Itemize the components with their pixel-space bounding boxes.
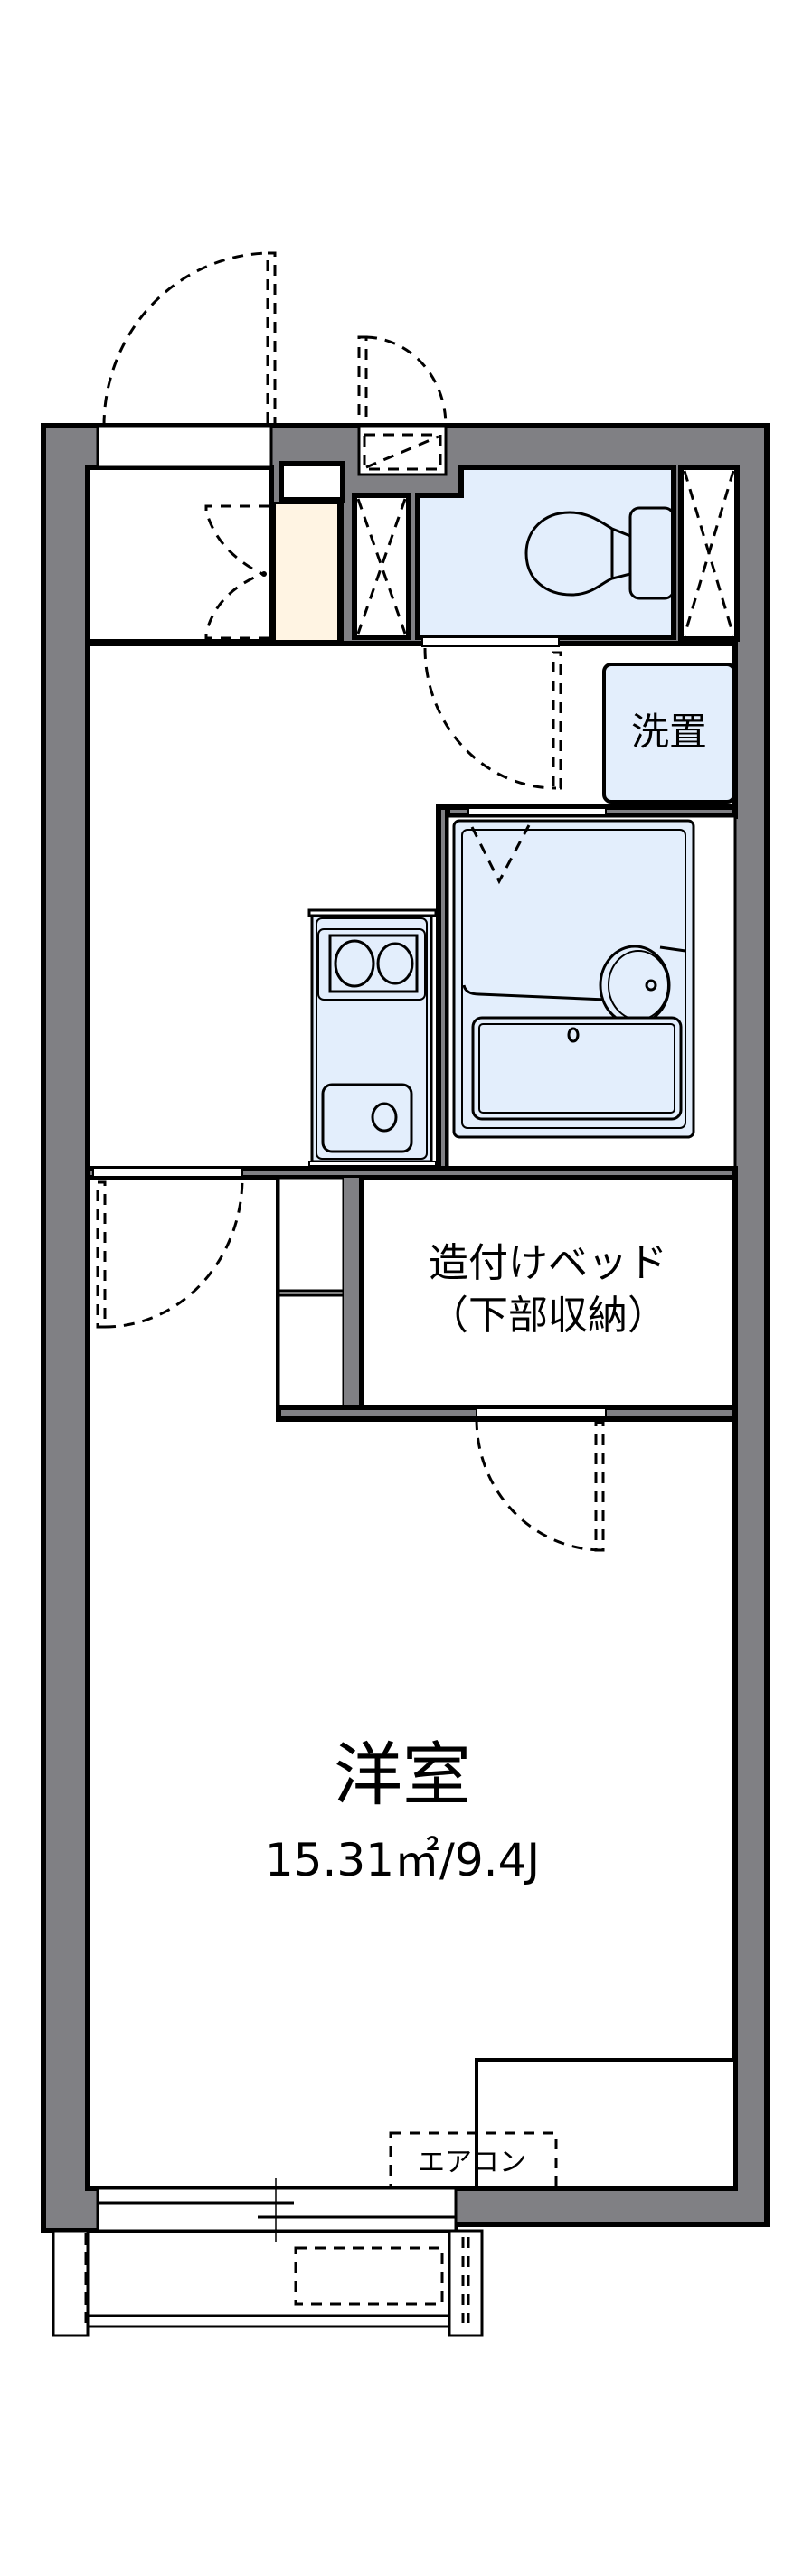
bed-door[interactable] xyxy=(475,1407,607,1552)
air-conditioner-label: エアコン xyxy=(418,2147,526,2178)
kitchen-unit xyxy=(307,908,438,1167)
pipe-space-left xyxy=(352,493,411,640)
closet xyxy=(475,2058,737,2190)
built-in-bed: 造付けベッド （下部収納） xyxy=(359,1175,738,1410)
shoe-closet-top xyxy=(279,461,345,503)
balcony xyxy=(52,2229,484,2337)
toilet-door[interactable] xyxy=(421,636,562,790)
outdoor-unit xyxy=(294,2246,444,2306)
entrance-area xyxy=(85,465,274,644)
sink-icon xyxy=(321,1083,413,1153)
air-conditioner: エアコン xyxy=(389,2131,558,2190)
toilet-room xyxy=(415,465,676,640)
sliding-window[interactable] xyxy=(96,2178,458,2242)
western-room-label-group: 洋室 15.31㎡/9.4J xyxy=(265,1735,540,1886)
shoe-closet[interactable] xyxy=(204,502,344,644)
unit-bath xyxy=(446,814,737,1170)
meter-box-door[interactable] xyxy=(357,335,448,476)
western-room-label: 洋室 xyxy=(334,1735,471,1815)
entrance-door[interactable] xyxy=(96,251,277,469)
washer-space-label: 洗置 xyxy=(631,710,707,754)
washer-space: 洗置 xyxy=(602,663,736,804)
stove-icon xyxy=(317,928,426,1001)
pipe-space-right xyxy=(678,465,740,642)
room-door[interactable] xyxy=(96,1177,244,1329)
built-in-bed-label: 造付けベッド xyxy=(429,1240,667,1286)
western-room-area: 15.31㎡/9.4J xyxy=(265,1834,540,1886)
built-in-bed-sublabel: （下部収納） xyxy=(429,1293,667,1339)
toilet-icon xyxy=(524,506,675,600)
